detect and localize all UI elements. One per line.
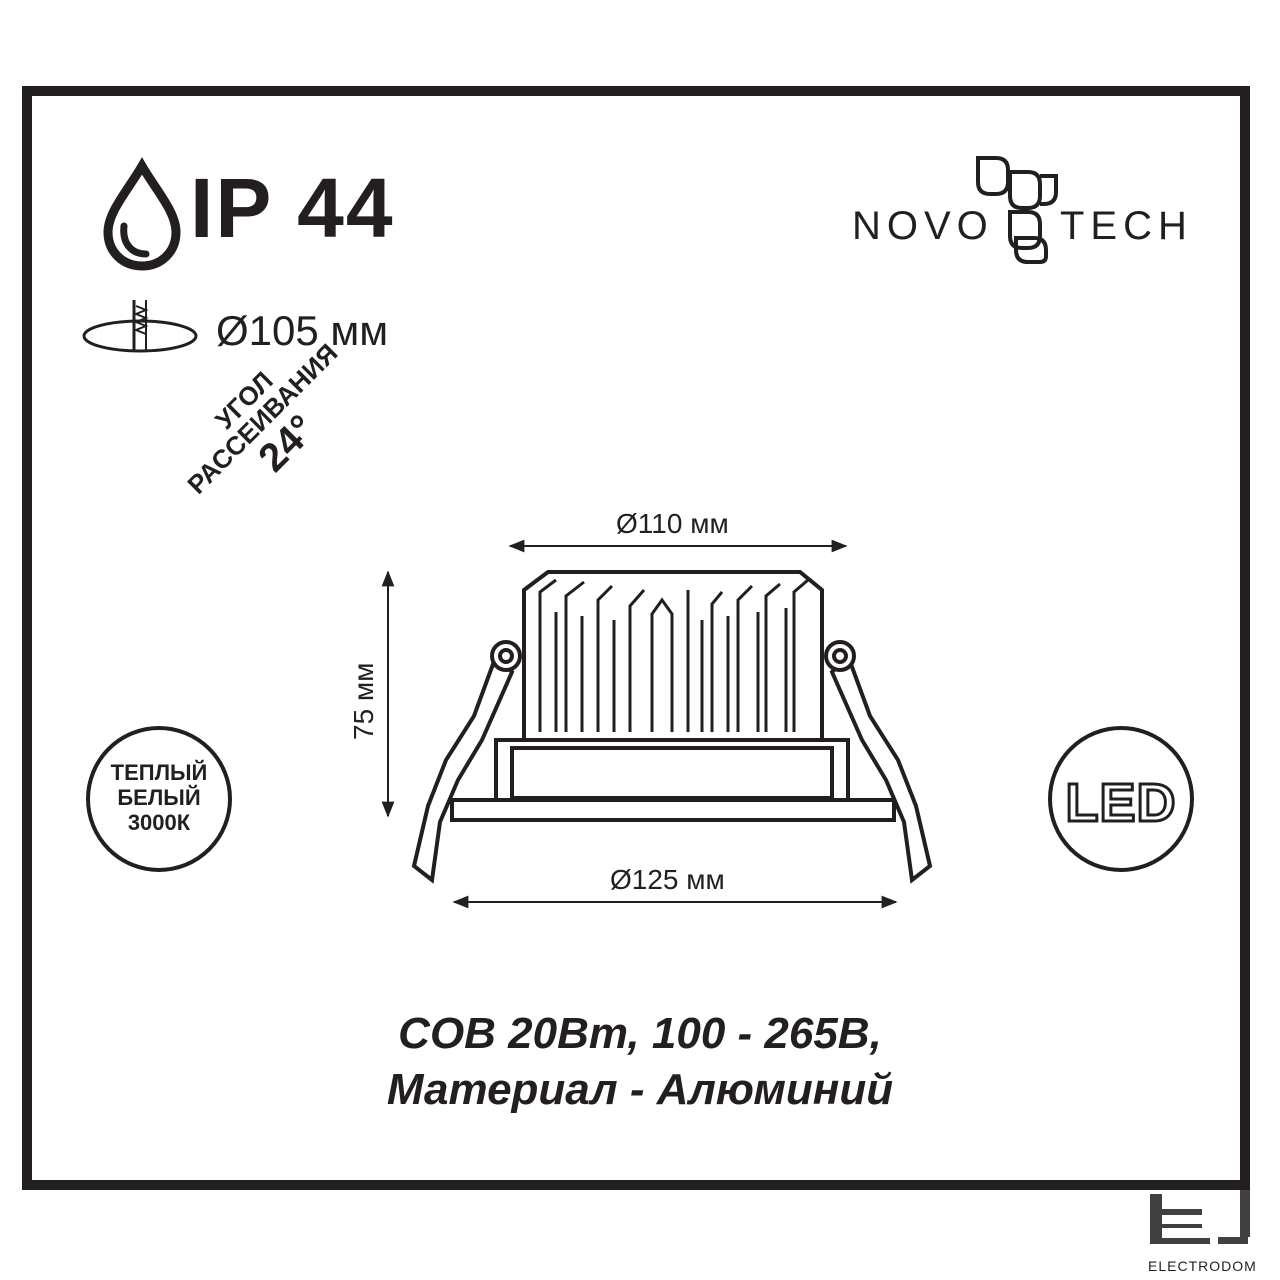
cutout-diameter: Ø105 мм bbox=[216, 307, 389, 354]
color-temp-line3: 3000К bbox=[127, 810, 191, 835]
dimension-bottom-diameter: Ø125 мм bbox=[610, 864, 725, 895]
color-temp-line2: БЕЛЫЙ bbox=[117, 785, 201, 810]
color-temp-line1: ТЕПЛЫЙ bbox=[110, 760, 208, 785]
watermark-text: ELECTRODOM bbox=[1148, 1258, 1257, 1274]
led-badge: LED bbox=[1048, 726, 1194, 872]
spring-clip-left bbox=[411, 640, 522, 884]
heatsink-fins bbox=[538, 578, 809, 732]
ip-rating: IP 44 bbox=[190, 161, 395, 255]
dimension-top-diameter: Ø110 мм bbox=[616, 508, 729, 539]
brand-name-right: TECH bbox=[1060, 204, 1193, 248]
diagram-frame bbox=[22, 86, 1250, 1190]
specs-line2: Материал - Алюминий bbox=[386, 1065, 894, 1114]
specs-line1: COB 20Вт, 100 - 265В, bbox=[398, 1009, 882, 1058]
brand-name-left: NOVO bbox=[852, 204, 994, 248]
spring-clip-right bbox=[824, 640, 933, 884]
dimension-arrows bbox=[381, 539, 898, 909]
led-badge-text: LED bbox=[1064, 773, 1177, 833]
specifications: COB 20Вт, 100 - 265В, Материал - Алюмини… bbox=[0, 1006, 1280, 1118]
housing bbox=[450, 738, 896, 822]
color-temperature-badge: ТЕПЛЫЙ БЕЛЫЙ 3000К bbox=[86, 726, 232, 872]
